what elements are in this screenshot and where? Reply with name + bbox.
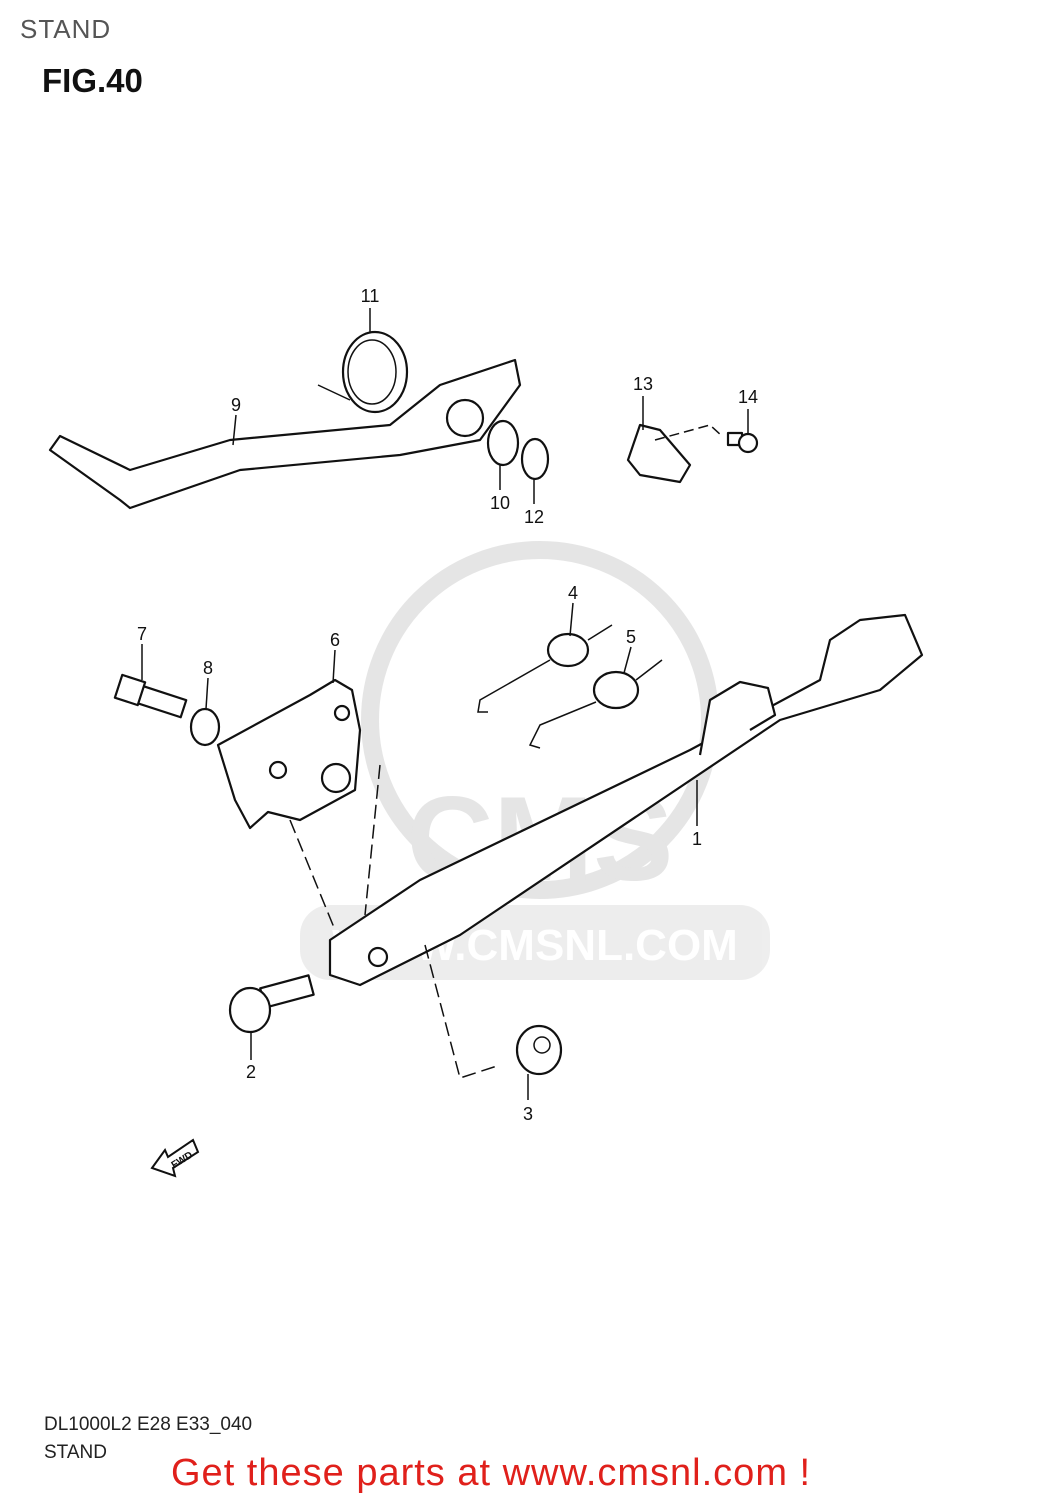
callout-1: 1 <box>692 829 702 849</box>
part-6-bracket[interactable] <box>216 678 362 830</box>
callout-12: 12 <box>524 507 544 527</box>
part-9-pedal[interactable] <box>48 358 522 510</box>
part-2-bolt[interactable] <box>228 974 315 1034</box>
model-code: DL1000L2 E28 E33_040 <box>44 1414 253 1435</box>
callout-9: 9 <box>231 395 241 415</box>
part-5-spring[interactable] <box>528 659 663 749</box>
section-title: STAND <box>20 14 112 44</box>
forward-arrow-icon: FWD <box>150 1138 200 1178</box>
part-14-bolt[interactable] <box>726 431 759 454</box>
part-12-circlip[interactable] <box>520 437 550 481</box>
callout-13: 13 <box>633 374 653 394</box>
callout-3: 3 <box>523 1104 533 1124</box>
part-3-nut[interactable] <box>515 1024 563 1076</box>
part-8-washer[interactable] <box>189 707 221 747</box>
callout-4: 4 <box>568 583 578 603</box>
part-4-spring[interactable] <box>477 624 613 713</box>
callout-8: 8 <box>203 658 213 678</box>
callout-14: 14 <box>738 387 758 407</box>
callout-11: 11 <box>361 286 380 306</box>
callout-5: 5 <box>626 627 636 647</box>
figure-number: FIG.40 <box>42 62 143 99</box>
promo-link[interactable]: Get these parts at www.cmsnl.com ! <box>171 1452 812 1494</box>
footer-section: STAND <box>44 1442 107 1463</box>
part-7-bolt[interactable] <box>113 673 188 719</box>
part-10-ring[interactable] <box>486 419 520 467</box>
callout-10: 10 <box>490 493 510 513</box>
part-11-spring[interactable] <box>317 330 409 414</box>
callout-2: 2 <box>246 1062 256 1082</box>
callout-6: 6 <box>330 630 340 650</box>
part-13-bracket[interactable] <box>626 423 692 484</box>
callout-7: 7 <box>137 624 147 644</box>
